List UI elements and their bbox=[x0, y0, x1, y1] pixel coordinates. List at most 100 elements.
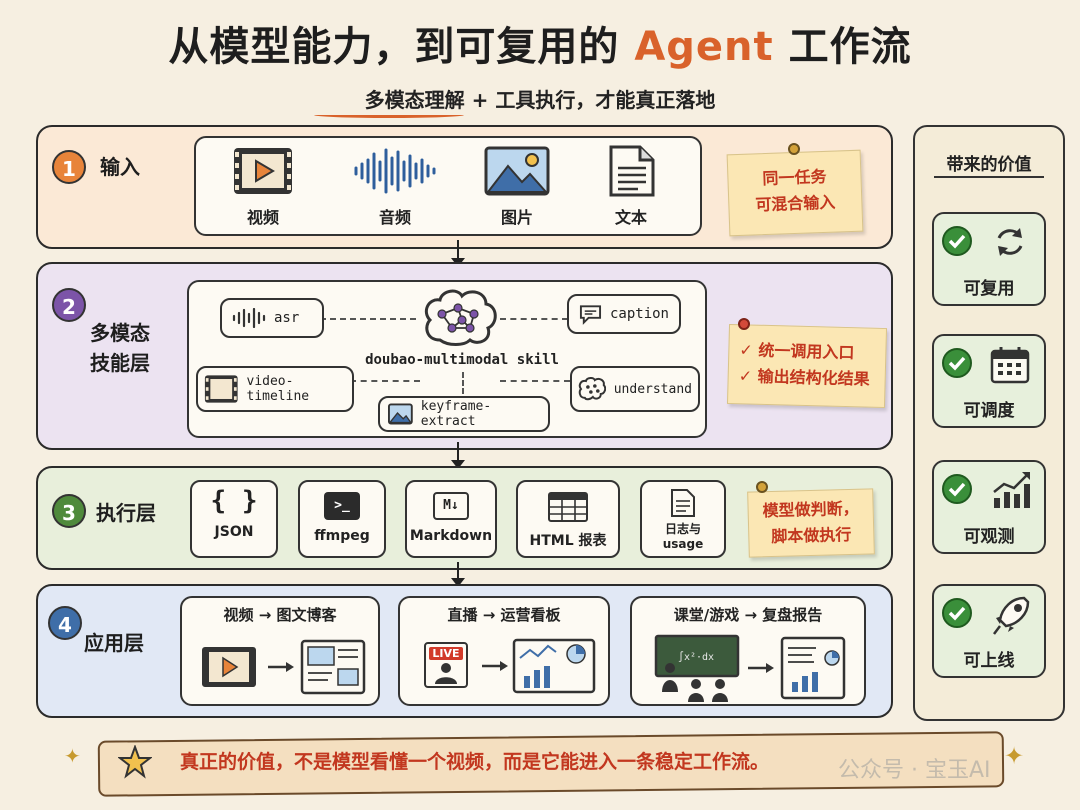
skill-chip-caption-label: caption bbox=[609, 306, 669, 322]
value-card-deployable: 可上线 bbox=[932, 584, 1046, 678]
skill-chip-asr[interactable]: asr bbox=[220, 298, 324, 338]
layer-label-application: 应用层 bbox=[84, 631, 144, 655]
value-label-schedulable: 可调度 bbox=[963, 401, 1015, 421]
title-accent: Agent bbox=[634, 24, 774, 70]
tool-html-report[interactable]: HTML 报表 bbox=[516, 480, 620, 558]
note-line-2: 脚本做执行 bbox=[771, 524, 852, 547]
skill-chip-understand[interactable]: understand bbox=[570, 366, 700, 412]
connector bbox=[500, 380, 570, 382]
skill-chip-keyframe-label: keyframe-extract bbox=[420, 399, 492, 429]
note-line-1: 模型做判断， bbox=[762, 498, 859, 521]
page-subtitle: 多模态理解 + 工具执行，才能真正落地 bbox=[364, 88, 716, 112]
skill-chip-caption[interactable]: caption bbox=[567, 294, 681, 334]
value-card-observable: 可观测 bbox=[932, 460, 1046, 554]
layer-label-skills-line2: 技能层 bbox=[90, 351, 150, 375]
waveform-icon bbox=[232, 308, 266, 328]
value-panel-title: 带来的价值 bbox=[946, 155, 1032, 175]
input-label-video: 视频 bbox=[246, 208, 279, 227]
dashboard-chart-icon bbox=[482, 638, 596, 694]
value-panel-divider bbox=[934, 176, 1044, 178]
app-card-live-dashboard[interactable]: 直播 → 运营看板 LIVE bbox=[398, 596, 610, 706]
film-play-icon bbox=[232, 146, 294, 200]
skill-chip-understand-label: understand bbox=[613, 381, 692, 397]
pushpin-icon bbox=[788, 143, 800, 155]
person-icon bbox=[435, 663, 457, 684]
layer-label-skills-line1: 多模态 bbox=[90, 321, 150, 345]
app-card-blog-title: 视频 → 图文博客 bbox=[223, 606, 337, 624]
sparkle-icon: ✦ bbox=[64, 744, 81, 768]
layer-label-skills: 多模态 技能层 bbox=[80, 318, 160, 378]
svg-text:∫x²·dx: ∫x²·dx bbox=[678, 651, 714, 663]
live-badge: LIVE bbox=[429, 647, 463, 660]
value-card-schedulable: 可调度 bbox=[932, 334, 1046, 428]
check-icon bbox=[942, 226, 972, 256]
app-card-review-report[interactable]: 课堂/游戏 → 复盘报告 ∫x²·dx bbox=[630, 596, 866, 706]
app-card-review-title: 课堂/游戏 → 复盘报告 bbox=[673, 606, 823, 624]
input-label-text: 文本 bbox=[614, 208, 647, 227]
tool-json[interactable]: { } JSON bbox=[190, 480, 278, 558]
table-grid-icon bbox=[548, 492, 588, 522]
connector bbox=[300, 318, 416, 320]
value-label-reusable: 可复用 bbox=[963, 279, 1015, 299]
sticky-note-input: 同一任务 可混合输入 bbox=[726, 149, 864, 237]
skill-chip-asr-label: asr bbox=[274, 310, 300, 326]
terminal-icon: >_ bbox=[324, 492, 360, 520]
note-line-2: 可混合输入 bbox=[755, 192, 836, 215]
trend-chart-icon bbox=[993, 472, 1030, 508]
value-label-deployable: 可上线 bbox=[963, 651, 1015, 671]
sticky-note-skills: ✓ 统一调用入口 ✓ 输出结构化结果 bbox=[726, 323, 888, 409]
skill-chip-keyframe-extract[interactable]: keyframe-extract bbox=[378, 396, 550, 432]
flow-arrow-head bbox=[451, 460, 465, 469]
skill-chip-video-timeline-label: video-timeline bbox=[246, 374, 310, 404]
brain-icon bbox=[578, 377, 606, 401]
banner-text: 真正的价值，不是模型看懂一个视频，而是它能进入一条稳定工作流。 bbox=[180, 751, 770, 773]
tool-markdown-label: Markdown bbox=[409, 528, 493, 544]
skill-chip-video-timeline[interactable]: video-timeline bbox=[196, 366, 354, 412]
pushpin-icon bbox=[738, 318, 750, 330]
check-icon bbox=[942, 474, 972, 504]
subtitle-underline bbox=[314, 112, 464, 118]
input-label-audio: 音频 bbox=[378, 208, 411, 227]
pushpin-icon bbox=[756, 481, 768, 493]
value-card-reusable: 可复用 bbox=[932, 212, 1046, 306]
title-main: 从模型能力，到可复用的 bbox=[168, 24, 620, 70]
tool-logs-usage[interactable]: 日志与 usage bbox=[640, 480, 726, 558]
layer-number-4: 4 bbox=[48, 606, 82, 640]
app-card-blog[interactable]: 视频 → 图文博客 bbox=[180, 596, 380, 706]
sparkle-icon: ✦ bbox=[1004, 742, 1025, 770]
flow-arrow-head bbox=[451, 578, 465, 587]
title-tail: 工作流 bbox=[788, 24, 912, 70]
star-icon bbox=[117, 744, 153, 783]
watermark: 公众号 · 宝玉AI bbox=[838, 758, 991, 783]
classroom-report-icon: ∫x²·dx bbox=[654, 634, 846, 702]
check-icon bbox=[942, 348, 972, 378]
tool-html-label: HTML 报表 bbox=[529, 533, 607, 549]
layer-number-3: 3 bbox=[52, 494, 86, 528]
connector bbox=[350, 380, 420, 382]
calendar-icon bbox=[990, 347, 1030, 384]
waveform-icon bbox=[352, 148, 438, 198]
live-stream-icon: LIVE bbox=[424, 642, 468, 688]
document-icon bbox=[608, 144, 656, 202]
tool-json-label: JSON bbox=[214, 524, 254, 540]
layer-label-input: 输入 bbox=[100, 155, 140, 179]
markdown-icon: M↓ bbox=[433, 492, 469, 520]
tool-ffmpeg-label: ffmpeg bbox=[314, 528, 370, 544]
check-icon bbox=[942, 598, 972, 628]
log-document-icon bbox=[671, 489, 695, 517]
flow-arrow-line bbox=[457, 442, 459, 466]
input-label-image: 图片 bbox=[500, 208, 533, 227]
mountain-image-icon bbox=[484, 146, 550, 200]
tool-ffmpeg[interactable]: >_ ffmpeg bbox=[298, 480, 386, 558]
speech-bubble-icon bbox=[579, 305, 602, 325]
connector bbox=[462, 372, 464, 394]
tool-logs-label-2: usage bbox=[662, 537, 704, 551]
film-strip-icon bbox=[204, 375, 238, 403]
tool-markdown[interactable]: M↓ Markdown bbox=[405, 480, 497, 558]
layer-number-2: 2 bbox=[52, 288, 86, 322]
connector bbox=[500, 318, 568, 320]
value-label-observable: 可观测 bbox=[963, 527, 1015, 547]
image-icon bbox=[388, 403, 413, 425]
flow-arrow-line bbox=[457, 562, 459, 584]
note-line-2: ✓ 输出结构化结果 bbox=[738, 366, 870, 389]
